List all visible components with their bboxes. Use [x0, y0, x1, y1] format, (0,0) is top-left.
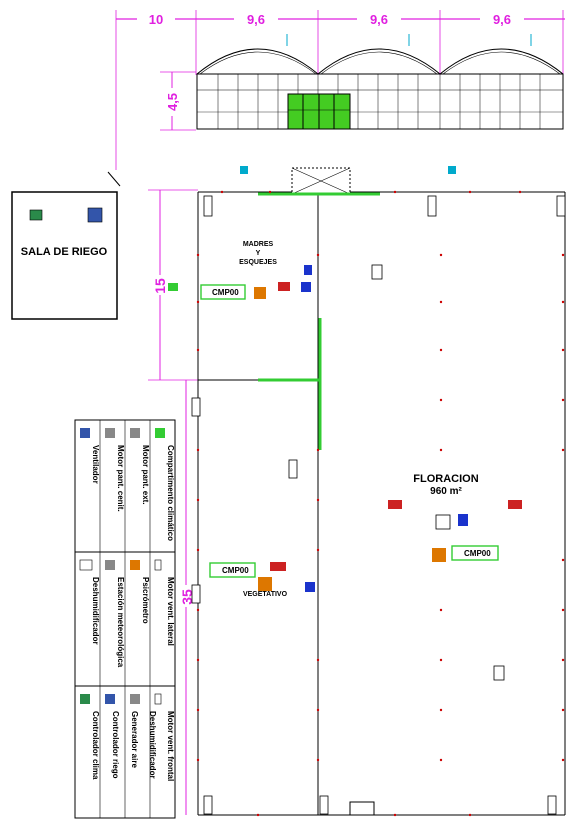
ventilator-icon [288, 459, 298, 479]
mothers-label-line3: ESQUEJES [239, 259, 277, 266]
dehumidifier-icon [304, 265, 312, 275]
legend-item-air-generator: Generador aire [130, 711, 139, 768]
front-vent-motor-icon [556, 195, 566, 217]
front-vent-motor-icon [427, 195, 437, 217]
mothers-label-line1: MADRES [243, 241, 274, 248]
air-generator-icon [301, 282, 311, 292]
irrigation-room-label: SALA DE RIEGO [21, 246, 108, 258]
climate-compartment-tag: CMP00 [451, 545, 499, 561]
dim-left-short: 15 [152, 278, 168, 294]
climate-compartment-tag: CMP00 [209, 562, 256, 578]
climate-compartment-tag: CMP00 [200, 284, 246, 300]
legend-item-ext-screen: Motor pant. ext. [141, 445, 150, 505]
height-dimension: 4,5 [160, 71, 196, 131]
legend-item-climate-controller: Controlador clima [91, 711, 100, 780]
front-vent-motor-icon [319, 795, 329, 815]
legend-table: Compartimento climático Motor pant. ext.… [74, 419, 176, 819]
dehumidifier-icon [458, 514, 468, 526]
flowering-label: FLORACION [413, 473, 478, 485]
heater-icon [270, 562, 286, 571]
psychrometer-icon [448, 166, 456, 174]
psychrometer-station-icon [432, 548, 446, 562]
flowering-area: 960 m² [430, 486, 462, 497]
device-icons [168, 166, 566, 815]
legend-item-dehumidifier-2: Deshumidificador [148, 711, 157, 779]
legend-item-psychrometer: Psicrómetro [141, 577, 150, 624]
legend-item-ventilator: Ventilador [91, 445, 100, 484]
dehumidifier-icon [305, 582, 315, 592]
legend-item-weather-station: Estación meteorológica [116, 577, 125, 668]
side-vent-motor-icon [154, 559, 162, 571]
dim-segment-1: 10 [149, 12, 163, 27]
ventilator-icon [371, 264, 383, 280]
dehumidifier-icon [87, 207, 103, 223]
psychrometer-station-icon [258, 577, 272, 591]
heater-icon [508, 500, 522, 509]
cmp-label: CMP00 [212, 288, 239, 297]
ventilator-icon [80, 428, 90, 438]
greenhouse-elevation [196, 34, 564, 130]
heater-icon [388, 500, 402, 509]
legend-item-irrigation-controller: Controlador riego [111, 711, 120, 779]
irrigation-controller-icon [29, 209, 43, 221]
front-vent-motor-icon [154, 693, 162, 705]
irrigation-room: SALA DE RIEGO [11, 171, 121, 320]
side-vent-motor-icon [191, 397, 201, 417]
legend-item-front-vent: Motor vent. frontal [166, 711, 175, 781]
dim-segment-2: 9,6 [247, 12, 265, 27]
post-markers [196, 190, 565, 817]
cmp-label: CMP00 [464, 549, 491, 558]
zone-labels: MADRES Y ESQUEJES FLORACION 960 m² VEGET… [239, 241, 479, 598]
irrigation-controller-icon [105, 694, 115, 704]
climate-compartment-icon [155, 428, 165, 438]
air-generator-icon [130, 694, 140, 704]
legend-item-dehumidifier: Deshumidificador [91, 577, 100, 645]
green-entrance-doors [287, 93, 351, 130]
side-vent-motor-icon [191, 584, 201, 604]
dim-left-long: 35 [179, 589, 195, 605]
legend-item-side-vent: Motor vent. lateral [166, 577, 175, 646]
dim-segment-3: 9,6 [370, 12, 388, 27]
front-vent-motor-icon [203, 195, 213, 217]
left-dimension-lines: 15 35 [148, 189, 198, 815]
front-vent-motor-icon [547, 795, 557, 815]
psychrometer-station-icon [254, 287, 266, 299]
dim-height: 4,5 [165, 93, 180, 111]
psychrometer-icon [240, 166, 248, 174]
vegetative-label: VEGETATIVO [243, 591, 288, 598]
legend-item-zenith-screen: Motor pant. cenit. [116, 445, 125, 512]
side-vent-motor-icon [168, 283, 178, 291]
green-partitions [258, 192, 380, 450]
climate-controller-icon [80, 694, 90, 704]
heater-icon [278, 282, 290, 291]
dim-segment-4: 9,6 [493, 12, 511, 27]
top-dimension-line: 10 9,6 9,6 9,6 [115, 10, 565, 170]
zenith-screen-motor-icon [105, 428, 115, 438]
psychrometer-icon [130, 560, 140, 570]
dehumidifier-icon [79, 559, 93, 571]
legend-item-compartment: Compartimento climático [166, 445, 175, 541]
ventilator-icon [493, 665, 505, 681]
ext-screen-motor-icon [130, 428, 140, 438]
ventilator-icon [435, 514, 451, 530]
mothers-label-line2: Y [256, 250, 261, 257]
cmp-label: CMP00 [222, 566, 249, 575]
front-vent-motor-icon [203, 795, 213, 815]
weather-station-icon [105, 560, 115, 570]
